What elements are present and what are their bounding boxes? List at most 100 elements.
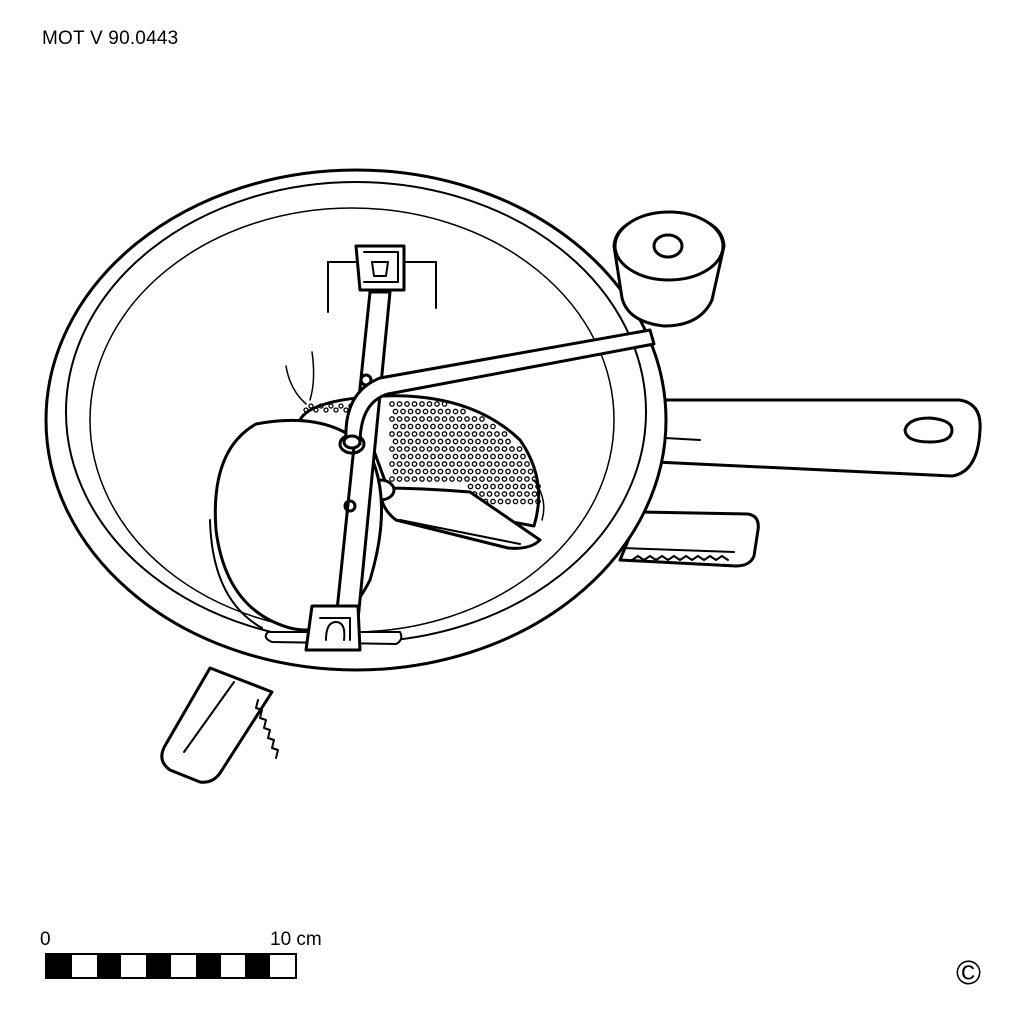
scale-segment xyxy=(270,955,295,977)
perforation-hole xyxy=(490,498,496,505)
rear-leg-icon xyxy=(618,510,760,568)
perforation-hole xyxy=(400,453,406,460)
perforation-hole xyxy=(452,453,459,460)
perforation-hole xyxy=(419,446,425,452)
perforation-hole xyxy=(415,468,421,475)
perforation-hole xyxy=(471,446,478,452)
perforation-hole xyxy=(437,423,444,430)
perforation-hole xyxy=(426,476,433,482)
perforation-hole xyxy=(460,408,466,415)
perforation-hole xyxy=(318,403,324,409)
perforation-hole xyxy=(422,453,429,460)
perforation-hole xyxy=(509,476,515,482)
perforation-hole xyxy=(479,446,485,452)
perforation-hole xyxy=(411,476,418,482)
perforation-hole xyxy=(445,453,451,460)
perforation-hole xyxy=(430,453,436,460)
perforation-hole xyxy=(482,468,489,475)
perforation-hole xyxy=(475,438,481,445)
perforation-hole xyxy=(494,446,500,452)
perforation-hole xyxy=(411,401,418,407)
perforation-hole xyxy=(501,446,508,452)
perforation-hole xyxy=(404,461,410,467)
perforation-hole xyxy=(460,453,466,460)
perforation-hole xyxy=(509,461,515,467)
scale-segment xyxy=(47,955,72,977)
perforation-hole xyxy=(494,476,500,482)
scale-segment xyxy=(221,955,246,977)
perforation-hole xyxy=(449,461,455,467)
perforation-hole xyxy=(392,408,399,415)
perforation-hole xyxy=(338,403,344,409)
perforation-hole xyxy=(426,416,433,422)
perforation-hole xyxy=(486,491,493,497)
scale-segment xyxy=(146,955,171,977)
perforation-hole xyxy=(404,431,410,437)
perforation-hole xyxy=(434,401,440,407)
perforation-hole xyxy=(419,401,425,407)
perforation-hole xyxy=(441,401,448,407)
perforation-hole xyxy=(323,407,329,413)
perforation-hole xyxy=(389,431,395,437)
perforation-hole xyxy=(437,438,444,445)
perforation-hole xyxy=(512,498,519,505)
perforation-hole xyxy=(407,468,414,475)
perforation-hole xyxy=(441,476,448,482)
perforation-hole xyxy=(501,461,508,467)
perforation-hole xyxy=(419,476,425,482)
perforation-hole xyxy=(404,476,410,482)
perforation-hole xyxy=(415,408,421,415)
perforation-hole xyxy=(460,468,466,475)
perforation-hole xyxy=(333,407,339,413)
perforation-hole xyxy=(437,408,444,415)
perforation-hole xyxy=(404,401,410,407)
perforation-hole xyxy=(497,498,504,505)
perforation-hole xyxy=(415,453,421,460)
perforation-hole xyxy=(471,461,478,467)
perforation-hole xyxy=(475,453,481,460)
catalog-number: MOT V 90.0443 xyxy=(42,28,179,49)
perforation-hole xyxy=(430,438,436,445)
perforation-hole xyxy=(441,416,448,422)
perforation-hole xyxy=(430,408,436,415)
perforation-hole xyxy=(490,438,496,445)
perforation-hole xyxy=(494,431,500,437)
perforation-hole xyxy=(512,483,519,490)
perforation-hole xyxy=(434,446,440,452)
perforation-hole xyxy=(509,491,515,497)
perforation-hole xyxy=(486,476,493,482)
perforation-hole xyxy=(471,416,478,422)
perforation-hole xyxy=(501,476,508,482)
perforation-hole xyxy=(520,483,526,490)
perforation-hole xyxy=(389,461,395,467)
perforation-hole xyxy=(389,476,395,482)
perforation-hole xyxy=(389,401,395,407)
perforation-hole xyxy=(464,416,470,422)
perforation-hole xyxy=(467,483,474,490)
perforation-hole xyxy=(482,438,489,445)
perforation-hole xyxy=(516,476,523,482)
perforation-hole xyxy=(520,453,526,460)
perforation-hole xyxy=(497,468,504,475)
perforation-hole xyxy=(400,438,406,445)
perforation-hole xyxy=(479,416,485,422)
perforation-hole xyxy=(437,453,444,460)
perforation-hole xyxy=(535,498,541,505)
perforation-hole xyxy=(422,408,429,415)
perforation-hole xyxy=(441,461,448,467)
perforation-hole xyxy=(449,446,455,452)
perforation-hole xyxy=(467,423,474,430)
perforation-hole xyxy=(449,476,455,482)
perforation-hole xyxy=(328,403,334,409)
scale-segment xyxy=(171,955,196,977)
scale-segment xyxy=(195,955,221,977)
perforation-hole xyxy=(505,498,511,505)
perforation-hole xyxy=(434,461,440,467)
perforation-hole xyxy=(490,468,496,475)
perforation-hole xyxy=(475,468,481,475)
perforation-hole xyxy=(464,476,470,482)
perforation-hole xyxy=(407,453,414,460)
perforation-hole xyxy=(505,438,511,445)
perforation-hole xyxy=(392,468,399,475)
perforation-hole xyxy=(419,431,425,437)
